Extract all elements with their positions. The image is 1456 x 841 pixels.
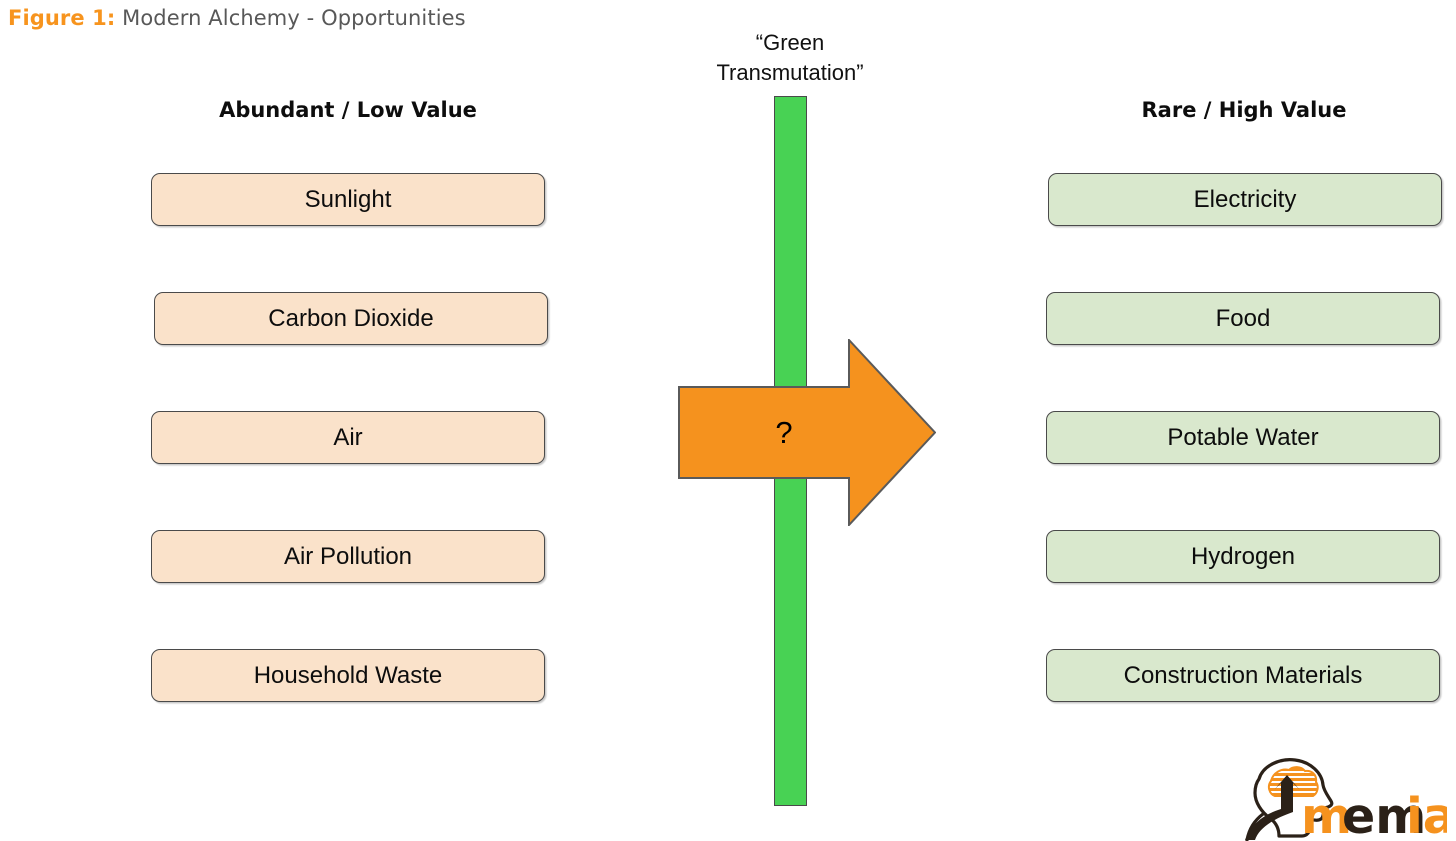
transmutation-arrow-icon <box>678 339 936 526</box>
figure-title: Modern Alchemy - Opportunities <box>122 6 466 30</box>
transmutation-label-line-1: “Green <box>755 30 825 55</box>
memia-logo: m em ia <box>1229 757 1447 841</box>
left-item-household-waste[interactable]: Household Waste <box>151 649 545 702</box>
right-item-label: Electricity <box>1193 185 1297 213</box>
figure-caption: Figure 1: Modern Alchemy - Opportunities <box>8 6 466 30</box>
transmutation-label-line-2: Transmutation” <box>716 60 864 85</box>
column-header-right: Rare / High Value <box>1141 98 1347 122</box>
green-transmutation-label: “Green Transmutation” <box>640 28 940 88</box>
right-item-potable-water[interactable]: Potable Water <box>1046 411 1440 464</box>
right-item-label: Hydrogen <box>1190 542 1296 570</box>
right-item-construction-materials[interactable]: Construction Materials <box>1046 649 1440 702</box>
figure-label: Figure 1: <box>8 6 116 30</box>
memia-head-icon <box>1245 758 1334 841</box>
column-header-left: Abundant / Low Value <box>219 98 477 122</box>
right-item-label: Potable Water <box>1167 423 1319 451</box>
svg-text:em: em <box>1342 788 1426 841</box>
memia-wordmark: m em ia <box>1301 788 1447 841</box>
right-item-hydrogen[interactable]: Hydrogen <box>1046 530 1440 583</box>
left-item-label: Household Waste <box>253 661 443 689</box>
left-item-sunlight[interactable]: Sunlight <box>151 173 545 226</box>
left-item-air-pollution[interactable]: Air Pollution <box>151 530 545 583</box>
left-item-air[interactable]: Air <box>151 411 545 464</box>
left-item-label: Air <box>333 423 363 451</box>
right-item-label: Construction Materials <box>1123 661 1363 689</box>
left-item-label: Air Pollution <box>283 542 413 570</box>
right-item-food[interactable]: Food <box>1046 292 1440 345</box>
left-item-carbon-dioxide[interactable]: Carbon Dioxide <box>154 292 548 345</box>
right-item-electricity[interactable]: Electricity <box>1048 173 1442 226</box>
right-item-label: Food <box>1215 304 1271 332</box>
svg-text:ia: ia <box>1406 788 1447 841</box>
left-item-label: Sunlight <box>304 185 392 213</box>
svg-text:m: m <box>1301 788 1352 841</box>
left-item-label: Carbon Dioxide <box>268 304 434 332</box>
